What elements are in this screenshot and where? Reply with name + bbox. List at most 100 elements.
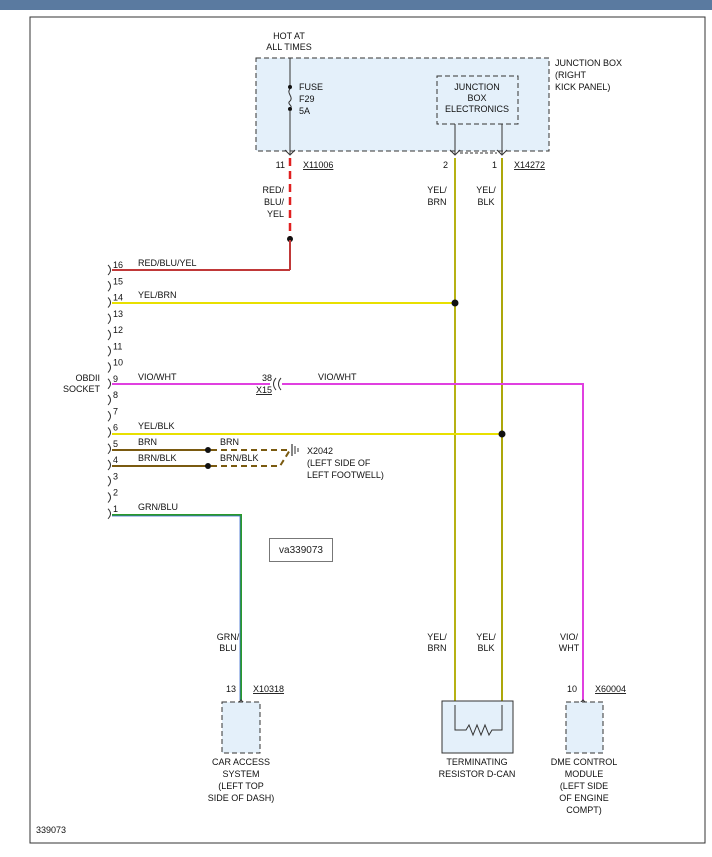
x10318-label: X10318 <box>253 684 284 694</box>
obd-pin-connector-icon <box>107 362 111 373</box>
label-yel-blk: YEL/BLK <box>138 421 175 431</box>
label-yel-brn: YEL/BRN <box>138 290 177 300</box>
label-yel-brn-bottom-1: YEL/ <box>427 632 447 642</box>
figure-id: 339073 <box>36 825 66 835</box>
label-grn-blu: GRN/BLU <box>138 502 178 512</box>
fuse-terminal-bottom <box>288 107 292 111</box>
label-yel-brn-top-1: YEL/ <box>427 185 447 195</box>
x11006-label: X11006 <box>303 160 333 170</box>
obd-pin-connector-icon <box>107 264 111 276</box>
label-brn-right: BRN <box>220 437 239 447</box>
wire-vio-wht-right <box>282 383 584 700</box>
obd-pin-number: 14 <box>113 293 123 303</box>
diagram-frame <box>29 16 706 844</box>
fuse-label-line3: 5A <box>299 106 310 116</box>
obd-pin-number: 6 <box>113 423 118 433</box>
electronics-label-line1: JUNCTION <box>454 82 500 92</box>
obd-pin-number: 9 <box>113 374 118 384</box>
x14272-pin1: 1 <box>492 160 497 170</box>
obd-pin-connector-icon <box>107 410 111 422</box>
obd-pin-number: 7 <box>113 406 118 416</box>
obd-pin-number: 16 <box>113 260 123 270</box>
electronics-label-line3: ELECTRONICS <box>445 104 509 114</box>
label-vio-wht: VIO/WHT <box>138 372 177 382</box>
x2042-desc-2: LEFT FOOTWELL) <box>307 470 384 480</box>
label-red-blu-yel: RED/BLU/YEL <box>138 258 197 268</box>
dme-label-4: OF ENGINE <box>559 793 609 803</box>
obd-pin-number: 8 <box>113 390 118 400</box>
obd-pin-connector-icon <box>107 297 111 308</box>
obd-pin-number: 2 <box>113 488 118 498</box>
fuse-label-line1: FUSE <box>299 82 323 92</box>
terminating-label-2: RESISTOR D-CAN <box>439 769 516 779</box>
obd-pin-connector-icon <box>107 459 111 471</box>
splice-red-blu-yel <box>287 236 293 242</box>
x60004-label: X60004 <box>595 684 626 694</box>
obd-pin-number: 13 <box>113 309 123 319</box>
obd-label-line1: OBDII <box>75 373 100 383</box>
splice-brn <box>205 447 211 453</box>
splice-brn-blk <box>205 463 211 469</box>
label-brn-blk-right: BRN/BLK <box>220 453 259 463</box>
obd-pin-connector-icon <box>107 475 111 487</box>
obd-pin-number: 4 <box>113 455 118 465</box>
obd-pin-number: 5 <box>113 439 118 449</box>
car-access-label-1: CAR ACCESS <box>212 757 270 767</box>
obd-pin-connector-icon <box>107 427 111 438</box>
label-grn-blu-bottom-1: GRN/ <box>217 632 240 642</box>
obd-pin-connector-icon <box>107 492 111 503</box>
wire-grn-blu <box>112 514 242 700</box>
wire-brn-blk-right <box>211 449 291 467</box>
x14272-label: X14272 <box>514 160 545 170</box>
junction-box-label-line1: JUNCTION BOX <box>555 58 622 68</box>
obd-pin-connector-icon <box>107 508 111 520</box>
junction-box-label-line2: (RIGHT <box>555 70 586 80</box>
label-grn-blu-bottom-2: BLU <box>219 643 237 653</box>
junction-box-label-line3: KICK PANEL) <box>555 82 610 92</box>
obd-pin-connector-icon <box>107 329 111 341</box>
obd-pin-connector-icon <box>107 443 111 455</box>
label-red-blu-yel-v1: RED/ <box>262 185 284 195</box>
label-vio-wht-bottom-2: WHT <box>559 643 580 653</box>
dme-label-2: MODULE <box>565 769 604 779</box>
x10318-pin: 13 <box>226 684 236 694</box>
label-vio-wht-bottom-1: VIO/ <box>560 632 579 642</box>
x2042-label: X2042 <box>307 446 333 456</box>
car-access-label-4: SIDE OF DASH) <box>208 793 275 803</box>
obd-pin-number: 12 <box>113 325 123 335</box>
window-top-bar <box>0 0 712 10</box>
x15-pin: 38 <box>262 373 272 383</box>
x14272-pin2: 2 <box>443 160 448 170</box>
label-red-blu-yel-v2: BLU/ <box>264 197 285 207</box>
car-access-label-2: SYSTEM <box>222 769 259 779</box>
fuse-label-line2: F29 <box>299 94 315 104</box>
label-yel-blk-top-1: YEL/ <box>476 185 496 195</box>
obd-pin-connector-icon <box>107 345 111 357</box>
dme-control-module-box <box>565 701 604 754</box>
obd-pin-connector-icon <box>107 394 111 406</box>
connector-chevron-x14272-pin1 <box>496 149 508 156</box>
resistor-icon <box>454 705 503 737</box>
label-brn: BRN <box>138 437 157 447</box>
obd-label-line2: SOCKET <box>63 384 101 394</box>
dme-label-5: COMPT) <box>566 805 602 815</box>
obd-pin-connector-icon <box>107 313 111 325</box>
fuse-icon <box>288 88 292 109</box>
x15-label: X15 <box>256 385 272 395</box>
label-yel-brn-bottom-2: BRN <box>427 643 446 653</box>
hot-at-all-times-line1: HOT AT <box>273 31 305 41</box>
watermark-label: va339073 <box>269 538 333 562</box>
obd-pin-connector-icon <box>107 280 111 292</box>
junction-box-electronics <box>436 75 519 125</box>
x11006-pin: 11 <box>276 160 285 170</box>
connector-chevron-x11006 <box>284 149 296 156</box>
obd-pin-number: 11 <box>113 341 122 351</box>
dme-label-1: DME CONTROL <box>551 757 618 767</box>
label-yel-blk-bottom-1: YEL/ <box>476 632 496 642</box>
dme-label-3: (LEFT SIDE <box>560 781 608 791</box>
obd-pin-number: 10 <box>113 358 123 368</box>
obd-pin-connector-icon <box>107 378 111 390</box>
terminating-label-1: TERMINATING <box>446 757 507 767</box>
